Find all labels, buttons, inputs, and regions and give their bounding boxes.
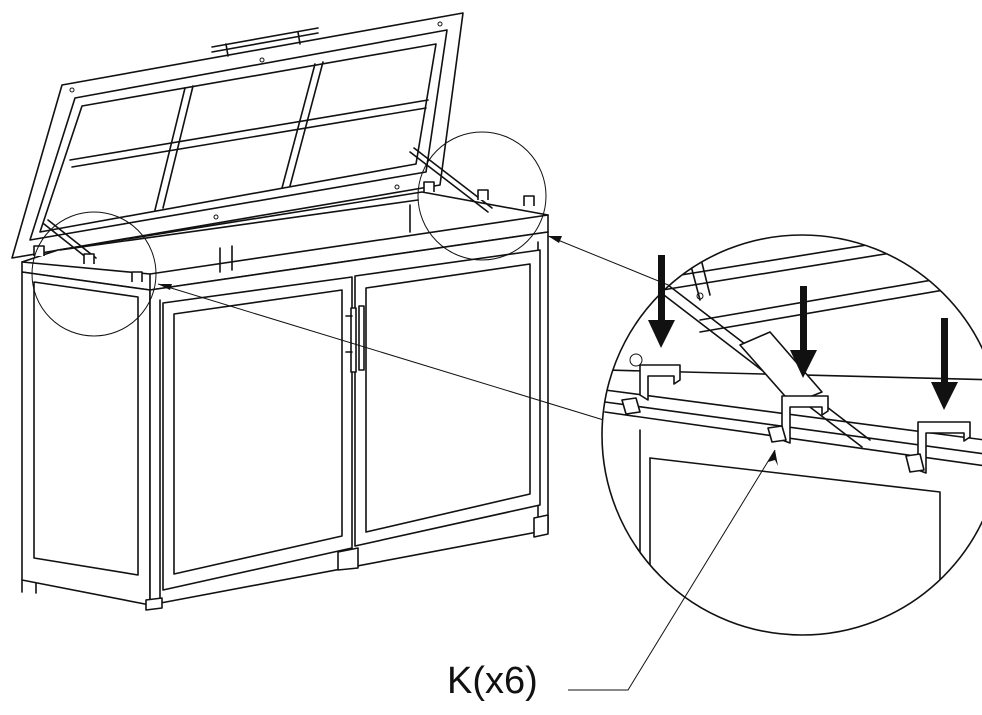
part-leader [568, 449, 778, 691]
cabinet-clips [33, 181, 535, 282]
lid-handle [211, 27, 319, 57]
detail-circle-right [417, 131, 547, 261]
arrow-down-icon [648, 255, 958, 410]
magnified-detail [602, 235, 982, 635]
right-door [354, 249, 541, 547]
clip-bracket-icon [621, 364, 971, 474]
cabinet-body [21, 191, 549, 611]
door-handles [345, 305, 365, 373]
left-door [162, 276, 353, 591]
open-lid [11, 12, 464, 259]
detail-circle-left [31, 211, 157, 337]
part-label-k: K(x6) [447, 660, 538, 702]
magnified-detail-circle [601, 234, 982, 636]
